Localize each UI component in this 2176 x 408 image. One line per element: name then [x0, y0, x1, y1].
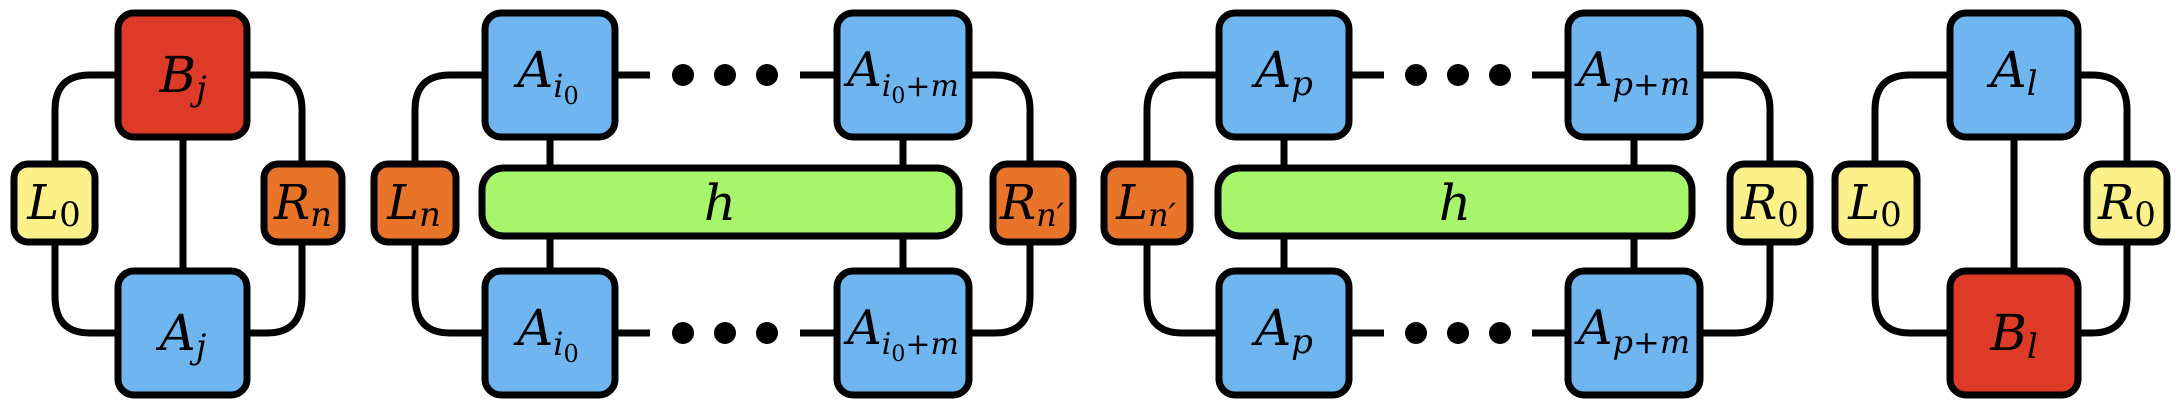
- ellipsis-dot: [1447, 322, 1469, 344]
- label-a-p-m: Ap+m: [1574, 300, 1690, 361]
- node-rect-l-0: [1831, 160, 1921, 246]
- label-l-n-prime: Ln′: [1115, 175, 1176, 234]
- ellipsis-dot: [672, 64, 694, 86]
- ellipsis-dot: [1405, 322, 1427, 344]
- node-rect-a-i0-m: [833, 9, 973, 141]
- node-rect-h: [1214, 164, 1696, 240]
- tensor-r-n: Rn: [260, 160, 346, 246]
- wire-top-left: [411, 71, 485, 166]
- ellipsis-dot: [714, 322, 736, 344]
- wire-bottom-left: [51, 240, 118, 337]
- ellipsis-dot: [714, 64, 736, 86]
- node-rect-l-n: [370, 160, 460, 246]
- label-a-i0: Ai0: [513, 41, 579, 110]
- tensor-a-i0-bottom: Ai0: [481, 267, 619, 399]
- label-a-i0-m: Ai0+m: [843, 42, 959, 109]
- tensor-l-0: L0: [1831, 160, 1921, 246]
- diagram-3: Ap Ap+m Ap Ap+m h Ln′ R0: [1100, 9, 1814, 399]
- ellipsis-dot: [756, 64, 778, 86]
- label-a-i0-m: Ai0+m: [843, 300, 959, 367]
- node-rect-r-n-prime: [989, 160, 1077, 246]
- node-rect-a-p-m: [1564, 9, 1704, 141]
- label-r-0: R0: [1740, 175, 1799, 235]
- label-h: h: [1439, 174, 1471, 232]
- tensor-l-0: L0: [10, 160, 99, 246]
- label-r-n-prime: Rn′: [999, 175, 1065, 234]
- ellipsis-dot: [1447, 64, 1469, 86]
- ellipsis-dot: [756, 322, 778, 344]
- wire-top-right: [247, 71, 306, 166]
- label-a-p-m: Ap+m: [1574, 42, 1690, 103]
- tensor-a-i0-top: Ai0: [481, 9, 619, 141]
- tensor-h: h: [478, 164, 963, 240]
- node-rect-h: [478, 164, 963, 240]
- tensor-r-n-prime: Rn′: [989, 160, 1077, 246]
- tensor-r-0: R0: [2083, 160, 2171, 246]
- label-l-n: Ln: [386, 175, 441, 235]
- label-a-j: Aj: [156, 304, 207, 367]
- node-rect-r-0: [2083, 160, 2171, 246]
- node-rect-b-l: [1946, 267, 2082, 399]
- label-l-0: L0: [26, 175, 81, 235]
- wire-top-left: [1143, 71, 1219, 166]
- label-r-n: Rn: [273, 175, 332, 235]
- wire-bottom-left: [1143, 240, 1219, 337]
- tensor-b-j: Bj: [114, 9, 251, 141]
- label-b-l: Bl: [1989, 304, 2038, 367]
- node-rect-r-0: [1726, 160, 1814, 246]
- node-rect-b-j: [114, 9, 251, 141]
- ellipsis-dot: [1405, 64, 1427, 86]
- ellipsis-dot: [1489, 322, 1511, 344]
- wire-top-right: [1700, 71, 1774, 166]
- node-rect-a-l: [1946, 9, 2082, 141]
- wire-top-right: [969, 71, 1034, 166]
- node-rect-a-j: [114, 267, 251, 399]
- ellipsis-dot: [1489, 64, 1511, 86]
- wire-bottom-right: [247, 240, 306, 337]
- label-a-i0: Ai0: [513, 299, 579, 368]
- node-rect-a-p-m: [1564, 267, 1704, 399]
- node-rect-a-i0-m: [833, 267, 973, 399]
- label-a-p: Ap: [1251, 299, 1313, 362]
- diagram-4: Al Bl L0 R0: [1831, 9, 2171, 399]
- wire-bottom-left: [411, 240, 485, 337]
- label-a-p: Ap: [1251, 41, 1313, 104]
- tensor-a-j: Aj: [114, 267, 251, 399]
- node-rect-l-0: [10, 160, 99, 246]
- wire-bottom-right: [969, 240, 1034, 337]
- wire-top-right: [2078, 71, 2131, 166]
- node-rect-a-p: [1215, 267, 1353, 399]
- tensor-a-p-top: Ap: [1215, 9, 1353, 141]
- node-rect-l-n-prime: [1100, 160, 1194, 246]
- tensor-l-n-prime: Ln′: [1100, 160, 1194, 246]
- tensor-a-l: Al: [1946, 9, 2082, 141]
- node-rect-a-i0: [481, 9, 619, 141]
- node-rect-r-n: [260, 160, 346, 246]
- tensor-b-l: Bl: [1946, 267, 2082, 399]
- label-h: h: [704, 174, 736, 232]
- wire-top-left: [1871, 71, 1950, 166]
- tensor-a-p-m-bottom: Ap+m: [1564, 267, 1704, 399]
- label-r-0: R0: [2097, 175, 2156, 235]
- tensor-a-p-bottom: Ap: [1215, 267, 1353, 399]
- label-a-l: Al: [1987, 41, 2038, 104]
- label-l-0: L0: [1847, 175, 1902, 235]
- tensor-h: h: [1214, 164, 1696, 240]
- label-b-j: Bj: [158, 46, 207, 109]
- node-rect-a-p: [1215, 9, 1353, 141]
- wire-bottom-left: [1871, 240, 1950, 337]
- tensor-l-n: Ln: [370, 160, 460, 246]
- wire-bottom-right: [2078, 240, 2131, 337]
- wire-top-left: [51, 71, 118, 166]
- ellipsis-dot: [672, 322, 694, 344]
- wire-bottom-right: [1700, 240, 1774, 337]
- diagram-1: Bj Aj L0 Rn: [10, 9, 346, 399]
- node-rect-a-i0: [481, 267, 619, 399]
- diagram-2: Ai0 Ai0+m Ai0 Ai0+m h Ln Rn′: [370, 9, 1077, 399]
- tensor-a-i0-m-bottom: Ai0+m: [833, 267, 973, 399]
- tensor-a-p-m-top: Ap+m: [1564, 9, 1704, 141]
- tensor-a-i0-m-top: Ai0+m: [833, 9, 973, 141]
- tensor-r-0: R0: [1726, 160, 1814, 246]
